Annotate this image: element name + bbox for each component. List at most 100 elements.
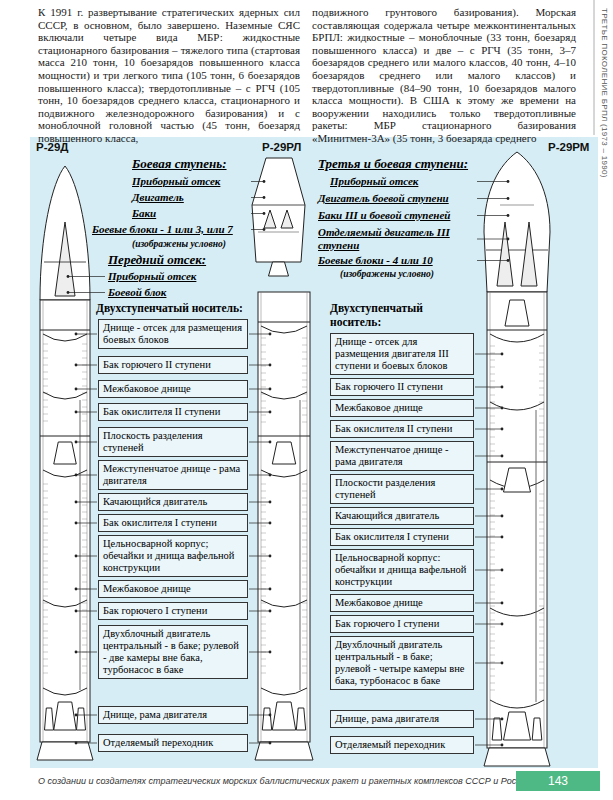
section-line xyxy=(487,330,547,331)
leader-line xyxy=(76,589,97,590)
callout-box: Бак горючего II ступени xyxy=(98,356,248,374)
waffle-rib xyxy=(302,415,307,416)
waffle-rib xyxy=(43,652,48,653)
waffle-rib xyxy=(539,388,544,389)
part-label: Боевые блоки - 4 или 10 xyxy=(318,254,474,267)
wall-line xyxy=(261,292,262,742)
section-heading: Передний отсек: xyxy=(108,252,248,267)
waffle-rib xyxy=(82,533,87,534)
callout-box: Плоскости разделения ступеней xyxy=(330,474,474,504)
waffle-rib xyxy=(490,613,495,614)
callout-box: Цельносварной корпус; обечайки и днища в… xyxy=(98,535,248,577)
leader-line xyxy=(475,387,502,388)
leader-line xyxy=(76,365,97,366)
leader-line xyxy=(76,743,97,744)
callout-text: Плоскости разделения ступеней xyxy=(335,477,469,501)
waffle-rib xyxy=(43,624,48,625)
waffle-rib xyxy=(261,415,266,416)
leader-line xyxy=(477,215,508,216)
engine-nozzle xyxy=(505,300,529,326)
callout-box: Днище - отсек для размещения боевых блок… xyxy=(98,319,248,349)
waffle-rib xyxy=(302,617,307,618)
leader-line xyxy=(76,523,97,524)
waffle-rib xyxy=(261,666,266,667)
leader-dot xyxy=(67,275,70,278)
waffle-rib xyxy=(539,669,544,670)
waffle-rib xyxy=(539,627,544,628)
waffle-rib xyxy=(82,484,87,485)
waffle-rib xyxy=(82,554,87,555)
callout-box: Качающийся двигатель xyxy=(330,507,474,525)
waffle-rib xyxy=(261,484,266,485)
callout-text: Межбаковое днище xyxy=(103,583,243,595)
tank-dome xyxy=(490,334,544,342)
waffle-rib xyxy=(539,346,544,347)
waffle-rib xyxy=(490,451,495,452)
engine-nozzle xyxy=(272,442,295,464)
leader-line xyxy=(68,276,105,277)
callout-box: Бак окислителя II ступени xyxy=(98,403,248,421)
engine-nozzle xyxy=(77,708,86,730)
leader-dot xyxy=(75,474,78,477)
waffle-rib xyxy=(43,582,48,583)
note: (изображены условно) xyxy=(340,269,474,280)
waffle-rib xyxy=(302,673,307,674)
waffle-rib xyxy=(539,571,544,572)
leader-dot xyxy=(75,588,78,591)
leader-dot xyxy=(501,353,504,356)
waffle-rib xyxy=(490,655,495,656)
waffle-rib xyxy=(490,388,495,389)
callout-box: Межбаковое днище xyxy=(98,580,248,598)
waffle-rib xyxy=(539,374,544,375)
leader-line xyxy=(249,523,270,524)
waffle-rib xyxy=(261,596,266,597)
section-line xyxy=(258,322,310,323)
waffle-rib xyxy=(302,568,307,569)
waffle-rib xyxy=(43,673,48,674)
waffle-rib xyxy=(490,430,495,431)
part-label: Баки III и боевой ступеней xyxy=(318,209,474,222)
section-line xyxy=(500,205,534,206)
body-paragraph: К 1991 г. развертывание стратегических я… xyxy=(38,6,300,145)
waffle-rib xyxy=(82,505,87,506)
waffle-rib xyxy=(43,358,48,359)
waffle-rib xyxy=(261,547,266,548)
waffle-rib xyxy=(490,627,495,628)
waffle-rib xyxy=(302,345,307,346)
waffle-rib xyxy=(82,379,87,380)
waffle-rib xyxy=(43,421,48,422)
waffle-rib xyxy=(490,536,495,537)
leader-line xyxy=(249,334,270,335)
waffle-rib xyxy=(539,367,544,368)
waffle-rib xyxy=(82,631,87,632)
callout-text: Отделяемый переходник xyxy=(103,737,243,749)
section-line xyxy=(40,330,90,331)
waffle-rib xyxy=(82,561,87,562)
part-label: Боевой блок xyxy=(108,286,248,299)
waffle-rib xyxy=(261,624,266,625)
part-label: Боевые блоки - 1 или 3, или 7 xyxy=(92,223,248,236)
leader-line xyxy=(249,743,270,744)
leader-line xyxy=(249,611,270,612)
body-paragraph: подвижного грунтового базирования). Морс… xyxy=(312,6,576,145)
waffle-rib xyxy=(43,498,48,499)
waffle-rib xyxy=(539,423,544,424)
engine-nozzle xyxy=(269,262,289,276)
leader-dot xyxy=(501,744,504,747)
waffle-rib xyxy=(302,645,307,646)
leader-dot xyxy=(263,212,266,215)
leader-dot xyxy=(501,718,504,721)
leader-dot xyxy=(501,407,504,410)
leader-line xyxy=(475,603,502,604)
callout-text: Цельносварной корпус: обечайки и днища в… xyxy=(335,552,469,588)
warhead-stage xyxy=(252,158,305,262)
waffle-rib xyxy=(82,666,87,667)
waffle-rib xyxy=(261,645,266,646)
leader-dot xyxy=(67,291,70,294)
waffle-rib xyxy=(539,515,544,516)
leader-line xyxy=(249,412,270,413)
leader-dot xyxy=(507,238,510,241)
missile-body xyxy=(487,292,547,748)
leader-dot xyxy=(501,386,504,389)
leader-line xyxy=(249,475,270,476)
